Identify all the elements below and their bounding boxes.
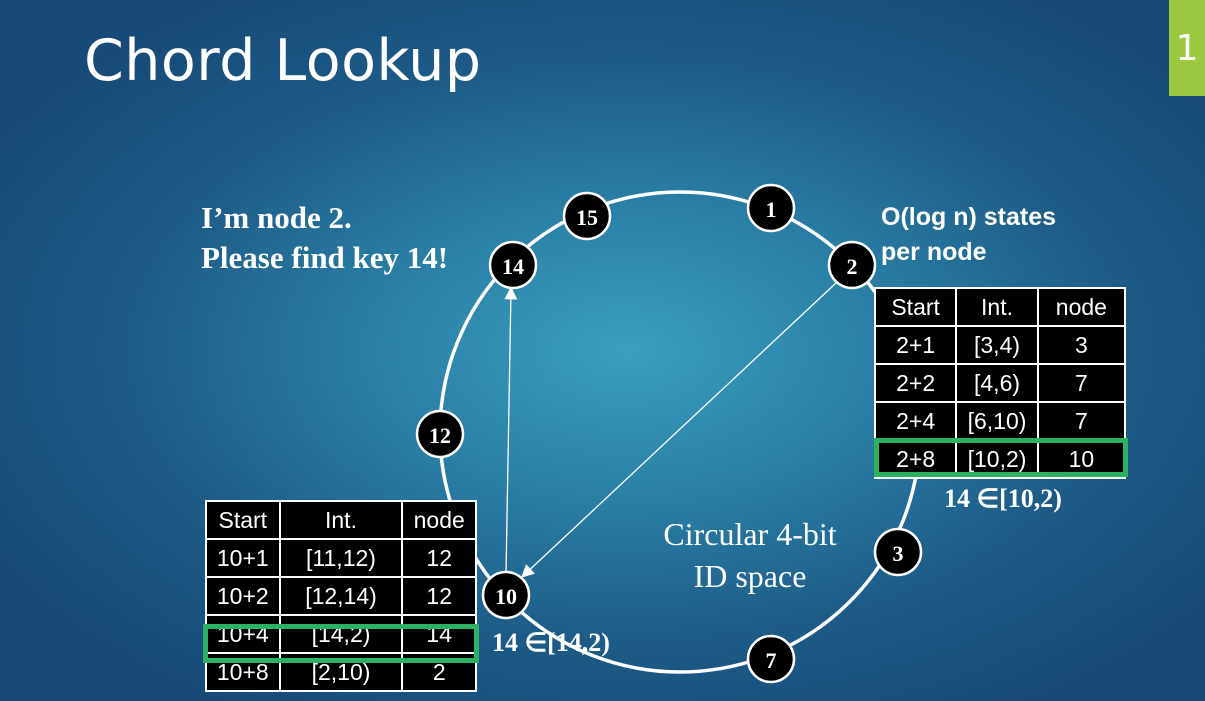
ring-node-1: 1 (746, 183, 796, 233)
table-cell: [3,4) (955, 325, 1039, 365)
table-cell: 2+2 (873, 363, 958, 403)
table-cell: 2+1 (873, 325, 958, 365)
table-cell: [12,14) (278, 576, 404, 616)
request-line-2: Please find key 14! (201, 240, 449, 275)
table-cell: 10+1 (205, 538, 281, 578)
lookup-arrow-2-to-10 (521, 282, 837, 578)
table-cell: 3 (1036, 325, 1127, 365)
ring-node-14: 14 (488, 240, 538, 290)
table-row: 10+2 [12,14) 12 (205, 576, 477, 616)
table-header: node (1036, 287, 1127, 327)
finger-table-node-10: Start Int. node 10+1 [11,12) 12 10+2 [12… (205, 500, 477, 692)
ring-node-label: 7 (766, 648, 777, 673)
request-line-1: I’m node 2. (201, 200, 352, 235)
membership-node-10: 14 ∈[14,2) (492, 628, 610, 657)
table-cell: 2+4 (873, 401, 958, 441)
table-row: 10+1 [11,12) 12 (205, 538, 477, 578)
states-line-1: O(log n) states (881, 203, 1057, 231)
table-row: 2+1 [3,4) 3 (873, 325, 1127, 365)
table-cell: [14,2) (278, 614, 404, 654)
ring-node-label: 14 (502, 254, 524, 279)
ring-node-2: 2 (827, 240, 877, 290)
table-cell: [11,12) (278, 538, 404, 578)
table-cell: 12 (401, 538, 477, 578)
table-header: Int. (955, 287, 1039, 327)
ring-node-12: 12 (415, 409, 465, 459)
id-space-label: Circular 4-bit ID space (640, 513, 860, 597)
table-cell: [4,6) (955, 363, 1039, 403)
table-cell: 10+2 (205, 576, 281, 616)
states-note: O(log n) states per node (881, 200, 1056, 270)
ring-node-3: 3 (873, 527, 923, 577)
table-header: Start (205, 500, 281, 540)
ring-node-label: 15 (576, 205, 598, 230)
table-row: 2+2 [4,6) 7 (873, 363, 1127, 403)
ring-node-label: 12 (429, 423, 451, 448)
ring-node-label: 3 (893, 541, 904, 566)
membership-node-2: 14 ∈[10,2) (944, 484, 1062, 513)
lookup-request-note: I’m node 2. Please find key 14! (201, 198, 448, 278)
table-header: node (401, 500, 477, 540)
table-cell: 14 (401, 614, 477, 654)
slide-number: 1 (1169, 0, 1205, 96)
table-cell: 7 (1036, 363, 1127, 403)
states-line-2: per node (881, 238, 987, 266)
table-header-row: Start Int. node (205, 500, 477, 540)
finger-table-node-2: Start Int. node 2+1 [3,4) 3 2+2 [4,6) 7 … (873, 287, 1127, 479)
table-header: Int. (278, 500, 404, 540)
table-cell: 7 (1036, 401, 1127, 441)
ring-node-7: 7 (746, 634, 796, 684)
table-header-row: Start Int. node (873, 287, 1127, 327)
ring-node-label: 2 (847, 254, 858, 279)
table-cell: 12 (401, 576, 477, 616)
space-line-2: ID space (693, 558, 807, 594)
highlight-row-node-2 (874, 438, 1128, 477)
table-cell: [6,10) (955, 401, 1039, 441)
highlight-row-node-10 (203, 624, 479, 663)
space-line-1: Circular 4-bit (663, 516, 837, 552)
table-row: 2+4 [6,10) 7 (873, 401, 1127, 441)
table-row: 10+4 [14,2) 14 (205, 614, 477, 654)
ring-node-15: 15 (562, 191, 612, 241)
ring-node-label: 1 (766, 197, 777, 222)
lookup-arrow-10-to-14 (504, 286, 518, 576)
ring-node-10: 10 (481, 570, 531, 620)
ring-node-label: 10 (495, 584, 517, 609)
slide-title: Chord Lookup (84, 28, 482, 94)
table-header: Start (873, 287, 958, 327)
